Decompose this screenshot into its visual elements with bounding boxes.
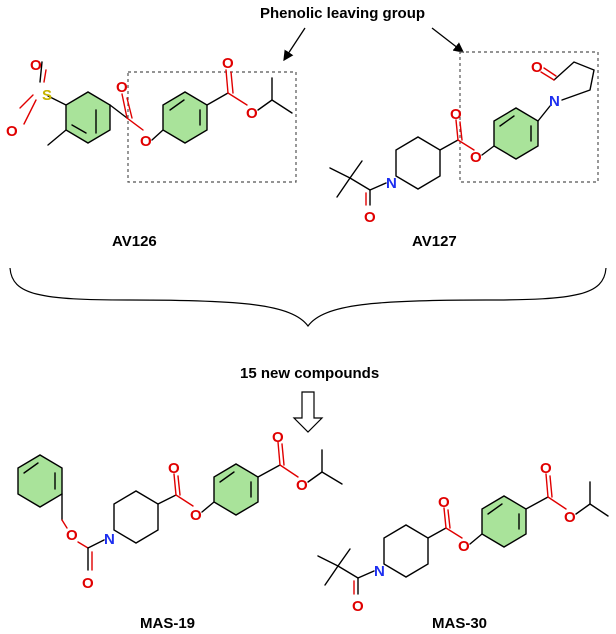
atom-nitrogen: N [374,563,385,580]
atom-nitrogen: N [104,531,115,548]
piperidine-ring [113,490,159,544]
benzene-ring [65,91,111,144]
atom-oxygen: O [6,123,18,140]
new-compounds-label: 15 new compounds [240,365,379,382]
leaving-group-box-av126 [127,71,297,183]
piperidine-ring [395,136,441,190]
atom-oxygen: O [222,55,234,72]
atom-oxygen: O [168,460,180,477]
atom-oxygen: O [364,209,376,226]
atom-oxygen: O [352,598,364,615]
atom-oxygen: O [30,57,42,74]
caption-phenolic-leaving-group: Phenolic leaving group [260,5,425,22]
leaving-group-box-av127 [459,51,599,183]
atom-oxygen: O [66,527,78,544]
atom-oxygen: O [246,105,258,122]
arrow-to-av126 [283,27,306,62]
arrow-to-av127 [431,27,465,53]
atom-oxygen: O [470,149,482,166]
atom-oxygen: O [564,509,576,526]
atom-oxygen: O [438,494,450,511]
compound-label-mas19: MAS-19 [140,615,195,632]
compound-label-mas30: MAS-30 [432,615,487,632]
atom-oxygen: O [272,429,284,446]
structure-av127: O N O O N O [329,51,599,226]
atom-oxygen: O [190,507,202,524]
atom-oxygen: O [82,575,94,592]
atom-oxygen: O [540,460,552,477]
atom-oxygen: O [450,106,462,123]
structure-av126: S O O O O O O [6,55,297,183]
atom-oxygen: O [296,477,308,494]
atom-oxygen: O [531,59,543,76]
atom-sulfur: S [42,87,52,104]
atom-oxygen: O [116,79,128,96]
compound-label-av126: AV126 [112,233,157,250]
brace [9,267,607,328]
atom-oxygen: O [140,133,152,150]
atom-nitrogen: N [549,93,560,110]
structure-mas19: O O N O O O O [17,429,343,592]
benzene-ring [17,454,63,508]
piperidine-ring [383,524,429,578]
atom-nitrogen: N [386,175,397,192]
structure-mas30: O N O O O O [317,460,609,615]
compound-label-av127: AV127 [412,233,457,250]
atom-oxygen: O [458,538,470,555]
down-arrow-icon [292,391,324,433]
